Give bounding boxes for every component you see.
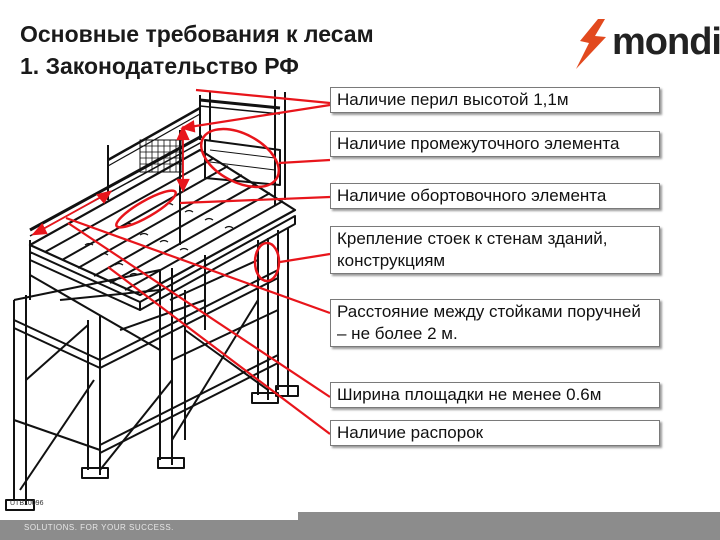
callout-rail-height: Наличие перил высотой 1,1м: [330, 87, 660, 113]
callout-toe-element: Наличие обортовочного элемента: [330, 183, 660, 209]
callout-braces: Наличие распорок: [330, 420, 660, 446]
ellipse-post-anchor: [253, 241, 281, 283]
slide-title: Основные требования к лесам 1. Законодат…: [20, 18, 374, 82]
mondi-logo: mondi: [572, 17, 720, 73]
callout-mid-element: Наличие промежуточного элемента: [330, 131, 660, 157]
arrow-mid-element: [278, 158, 331, 165]
arrow-platform-width: [67, 222, 331, 398]
footer-divider: [0, 512, 298, 520]
arrow-post-spacing: [65, 216, 331, 315]
figure-code: UTB10096: [10, 500, 44, 507]
ellipse-toe-board: [199, 127, 281, 189]
arrow-braces: [107, 266, 331, 435]
footer-tagline: SOLUTIONS. FOR YOUR SUCCESS.: [24, 523, 174, 532]
callout-post-fixing: Крепление стоек к стенам зданий, констру…: [330, 226, 660, 274]
scaffold-drawing: [5, 90, 299, 511]
highlight-ellipses: [115, 127, 281, 283]
arrow-toe-element: [179, 195, 331, 205]
arrow-rail-height-1: [195, 88, 331, 105]
logo-text: mondi: [612, 21, 720, 63]
ellipse-mid-rail: [115, 189, 177, 229]
arrow-post-fixing: [279, 252, 331, 264]
mondi-logo-icon: [576, 19, 606, 69]
callout-arrows: [31, 88, 331, 435]
title-line-2: 1. Законодательство РФ: [20, 53, 299, 79]
arrow-rail-height-2: [182, 103, 331, 130]
title-line-1: Основные требования к лесам: [20, 21, 374, 47]
arrow-rail-span: [35, 192, 109, 234]
callout-post-spacing: Расстояние между стойками поручней – не …: [330, 299, 660, 347]
callout-platform-width: Ширина площадки не менее 0.6м: [330, 382, 660, 408]
